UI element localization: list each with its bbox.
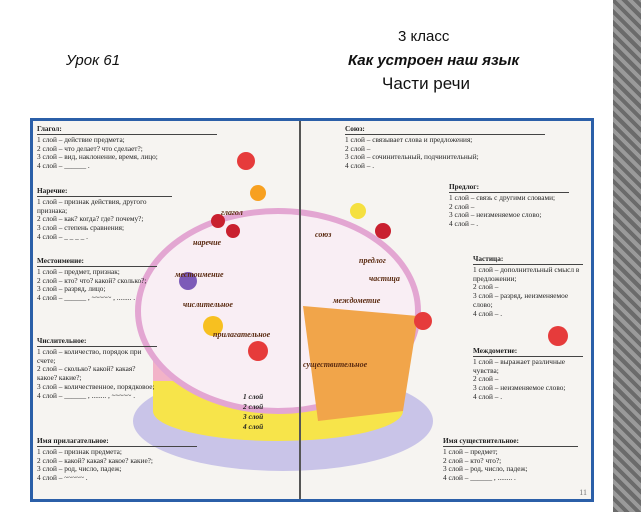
page-fold	[299, 121, 301, 499]
textbook-image: Глагол:1 слой – действие предмета;2 слой…	[30, 118, 594, 502]
layer-label-2: 2 слой	[243, 402, 264, 411]
cake-label-adverb: наречие	[193, 238, 222, 247]
layer-label-1: 1 слой	[243, 392, 264, 401]
cake-label-numeral: числительное	[183, 300, 233, 309]
interjection-block: Междометие:1 слой – выражает различные ч…	[473, 346, 583, 402]
lesson-label: Урок 61	[66, 52, 121, 69]
cake-label-preposition: предлог	[359, 256, 386, 265]
cake-label-adjective: прилагательное	[213, 330, 271, 339]
blackberry-icon	[179, 272, 197, 290]
page-number: 11	[579, 488, 587, 497]
layer-label-4: 4 слой	[243, 422, 264, 431]
pronoun-block: Местоимение:1 слой – предмет, признак;2 …	[37, 256, 157, 303]
strawberry-icon	[237, 152, 255, 170]
verb-block: Глагол:1 слой – действие предмета;2 слой…	[37, 124, 217, 171]
cake-label-verb: глагол	[221, 208, 243, 217]
noun-block: Имя существительное:1 слой – предмет;2 с…	[443, 436, 578, 483]
cake-label-particle: частица	[369, 274, 400, 283]
cake-label-noun: существительное	[303, 360, 368, 369]
particle-block: Частица:1 слой – дополнительный смысл в …	[473, 254, 583, 319]
cherry-icon	[350, 203, 366, 219]
numeral-block: Числительное:1 слой – количество, порядо…	[37, 336, 157, 401]
cake-label-interjection: междометие	[333, 296, 381, 305]
cake-label-conjunction: союз	[315, 230, 332, 239]
cake-label-pronoun: местоимение	[175, 270, 224, 279]
conjunction-block: Союз:1 слой – связывает слова и предложе…	[345, 124, 545, 171]
adjective-block: Имя прилагательное:1 слой – признак пред…	[37, 436, 197, 483]
grade-label: 3 класс	[398, 28, 450, 45]
orange-icon	[250, 185, 266, 201]
slide-subtitle: Части речи	[382, 74, 470, 93]
decorative-side-strip	[613, 0, 641, 512]
layer-label-3: 3 слой	[243, 412, 264, 421]
preposition-block: Предлог:1 слой – связь с другими словами…	[449, 182, 569, 229]
cake-illustration	[133, 152, 568, 471]
adverb-block: Наречие:1 слой – признак действия, друго…	[37, 186, 172, 242]
cut-slice	[303, 306, 418, 421]
topic-title: Как устроен наш язык	[348, 52, 520, 69]
